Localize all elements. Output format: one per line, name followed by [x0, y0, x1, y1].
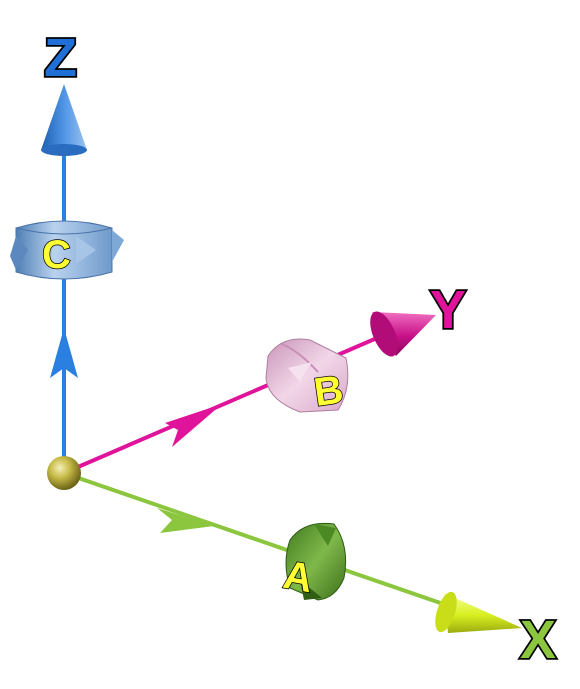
rotation-a-icon — [285, 522, 347, 601]
y-axis-label: Y — [430, 280, 466, 340]
x-arrow-icon — [63, 471, 522, 633]
z-arrow-icon — [41, 84, 87, 473]
x-axis-label: X — [520, 610, 556, 670]
rotation-c-label: C — [42, 233, 71, 277]
rotation-b-icon — [265, 338, 349, 413]
origin-sphere-icon — [47, 456, 81, 490]
rotation-c-icon — [10, 220, 124, 280]
rotation-b-label: B — [311, 367, 346, 415]
y-arrow-icon — [63, 311, 436, 475]
z-axis-label: Z — [44, 28, 77, 88]
